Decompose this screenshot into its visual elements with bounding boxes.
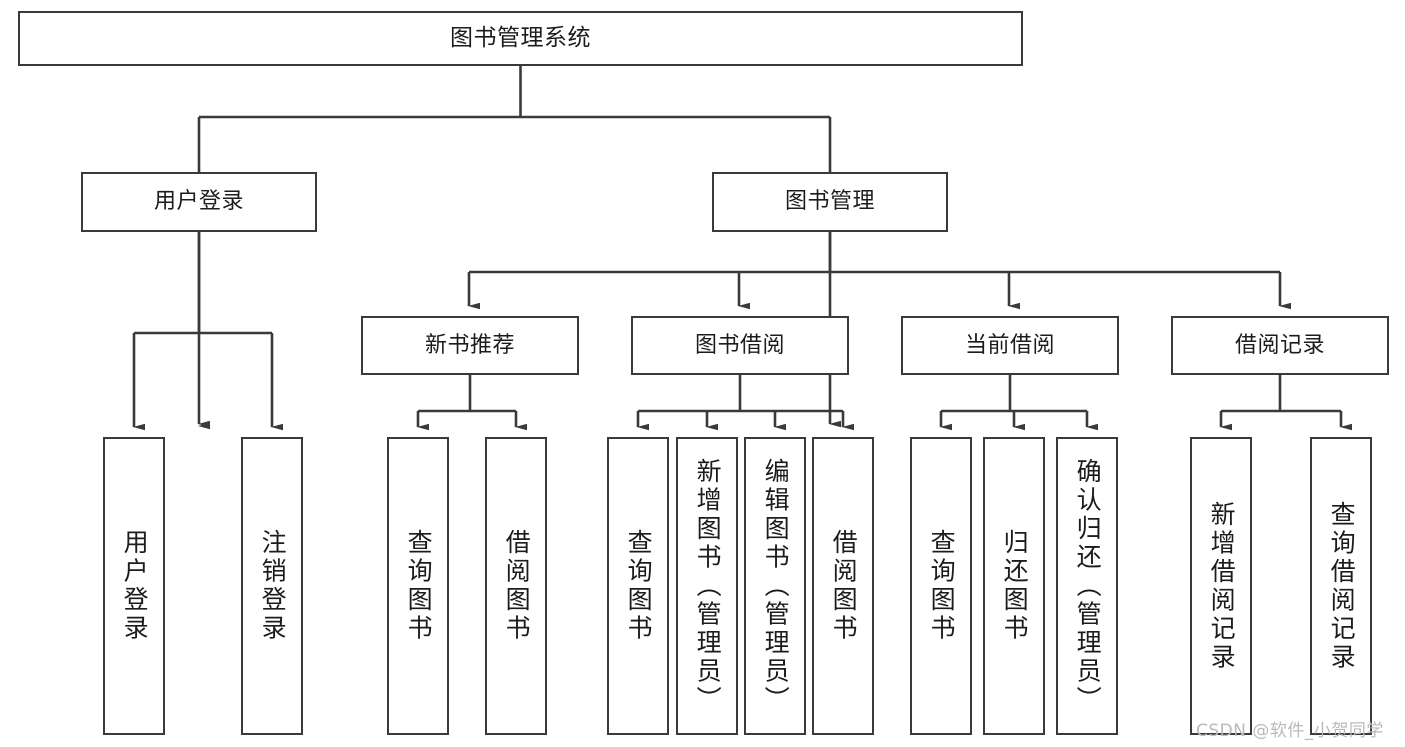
leaf-borrow-book-recommend[interactable]: 借阅图书 [485,437,547,735]
node-label: 查询借阅记录 [1327,500,1357,672]
node-label: 图书借阅 [694,332,785,358]
leaf-query-book-borrow[interactable]: 查询图书 [607,437,669,735]
leaf-edit-book-admin[interactable]: 编辑图书（管理员） [744,437,806,735]
node-label: 用户登录 [120,529,150,643]
node-label: 借阅图书 [829,529,859,643]
node-new-book-recommend[interactable]: 新书推荐 [361,316,579,375]
node-borrow-record[interactable]: 借阅记录 [1171,316,1389,375]
node-label: 注销登录 [258,529,288,643]
node-label: 编辑图书（管理员） [761,457,791,715]
leaf-borrow-book[interactable]: 借阅图书 [812,437,874,735]
node-book-management[interactable]: 图书管理 [712,172,948,232]
node-user-login[interactable]: 用户登录 [81,172,317,232]
node-label: 用户登录 [153,189,244,215]
node-label: 查询图书 [927,529,957,643]
node-label: 图书管理系统 [450,24,591,51]
node-label: 当前借阅 [964,332,1055,358]
leaf-return-book[interactable]: 归还图书 [983,437,1045,735]
node-label: 确认归还（管理员） [1073,457,1103,715]
node-label: 借阅图书 [502,529,532,643]
leaf-add-borrow-record[interactable]: 新增借阅记录 [1190,437,1252,735]
leaf-logout[interactable]: 注销登录 [241,437,303,735]
leaf-query-borrow-record[interactable]: 查询借阅记录 [1310,437,1372,735]
node-book-borrow[interactable]: 图书借阅 [631,316,849,375]
node-label: 新增图书（管理员） [693,457,723,715]
node-current-borrow[interactable]: 当前借阅 [901,316,1119,375]
node-label: 借阅记录 [1234,332,1325,358]
leaf-query-book-current[interactable]: 查询图书 [910,437,972,735]
leaf-query-book-recommend[interactable]: 查询图书 [387,437,449,735]
node-label: 新书推荐 [424,332,515,358]
leaf-add-book-admin[interactable]: 新增图书（管理员） [676,437,738,735]
node-label: 查询图书 [404,529,434,643]
node-root-book-management-system[interactable]: 图书管理系统 [18,11,1023,66]
leaf-user-login[interactable]: 用户登录 [103,437,165,735]
node-label: 归还图书 [1000,529,1030,643]
node-label: 查询图书 [624,529,654,643]
node-label: 图书管理 [784,189,875,215]
leaf-confirm-return-admin[interactable]: 确认归还（管理员） [1056,437,1118,735]
csdn-watermark: CSDN @软件_小贺同学 [1196,721,1384,741]
node-label: 新增借阅记录 [1207,500,1237,672]
